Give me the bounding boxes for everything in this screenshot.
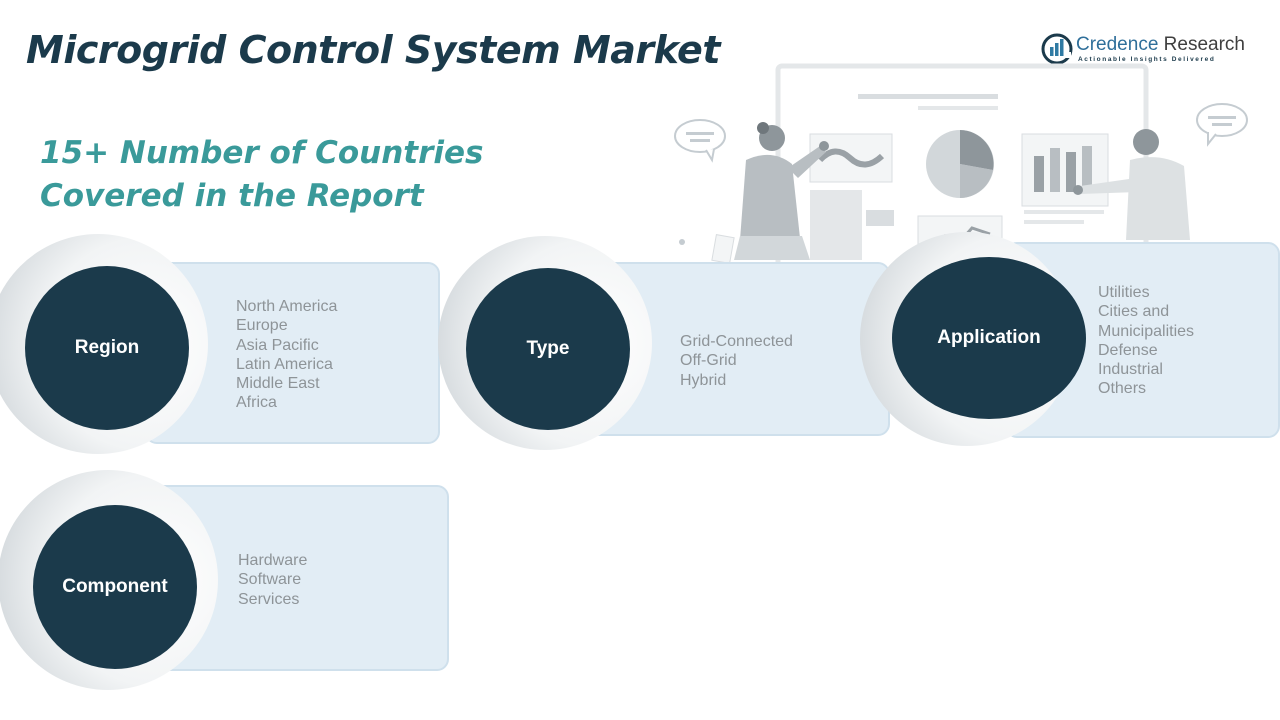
list-item: Europe — [236, 317, 288, 335]
list-item: Grid-Connected — [680, 333, 793, 350]
application-items-list: Utilities Cities and Municipalities Defe… — [1098, 283, 1194, 399]
subtitle-line-2: Covered in the Report — [40, 178, 424, 214]
region-circle: Region — [25, 266, 189, 430]
list-item: Latin America — [236, 355, 333, 373]
component-items-list: Hardware Software Services — [238, 551, 307, 609]
list-item: Middle East — [236, 375, 320, 393]
page-title: Microgrid Control System Market — [26, 28, 721, 72]
speech-bubble-icon — [674, 119, 726, 163]
speech-bubble-icon — [1196, 103, 1248, 147]
application-circle: Application — [892, 257, 1086, 419]
list-item: Hybrid — [680, 371, 727, 389]
region-items-list: North America Europe Asia Pacific Latin … — [236, 297, 337, 413]
presentation-illustration — [674, 63, 1248, 279]
list-item: Others — [1098, 380, 1147, 398]
type-label: Type — [526, 338, 570, 359]
pie-chart-icon — [926, 130, 994, 198]
subtitle-line-1: 15+ Number of Countries — [40, 135, 484, 171]
list-item: Cities and — [1098, 303, 1170, 321]
component-circle: Component — [33, 505, 197, 669]
component-label: Component — [62, 576, 168, 597]
list-item: Africa — [236, 394, 277, 412]
list-item: Utilities — [1098, 284, 1150, 301]
list-item: Off-Grid — [680, 352, 737, 370]
application-label: Application — [937, 327, 1041, 348]
list-item: Defense — [1098, 341, 1158, 359]
list-item: Services — [238, 590, 300, 608]
type-circle: Type — [466, 268, 630, 430]
logo-name: Credence Research — [1076, 34, 1245, 55]
list-item: North America — [236, 298, 338, 315]
presenter-woman-figure — [734, 122, 829, 260]
list-item: Municipalities — [1098, 322, 1195, 340]
presenter-man-figure — [1073, 129, 1190, 240]
logo-tagline: Actionable Insights Delivered — [1078, 56, 1216, 63]
list-item: Software — [238, 571, 302, 589]
countries-covered-heading: 15+ Number of Countries Covered in the R… — [40, 132, 484, 218]
type-items-list: Grid-Connected Off-Grid Hybrid — [680, 332, 793, 390]
list-item: Asia Pacific — [236, 336, 319, 354]
list-item: Industrial — [1098, 361, 1163, 379]
region-label: Region — [74, 337, 140, 358]
credence-logo-icon — [1041, 33, 1073, 65]
credence-research-logo: Credence Research Actionable Insights De… — [1040, 32, 1270, 66]
list-item: Hardware — [238, 552, 308, 569]
